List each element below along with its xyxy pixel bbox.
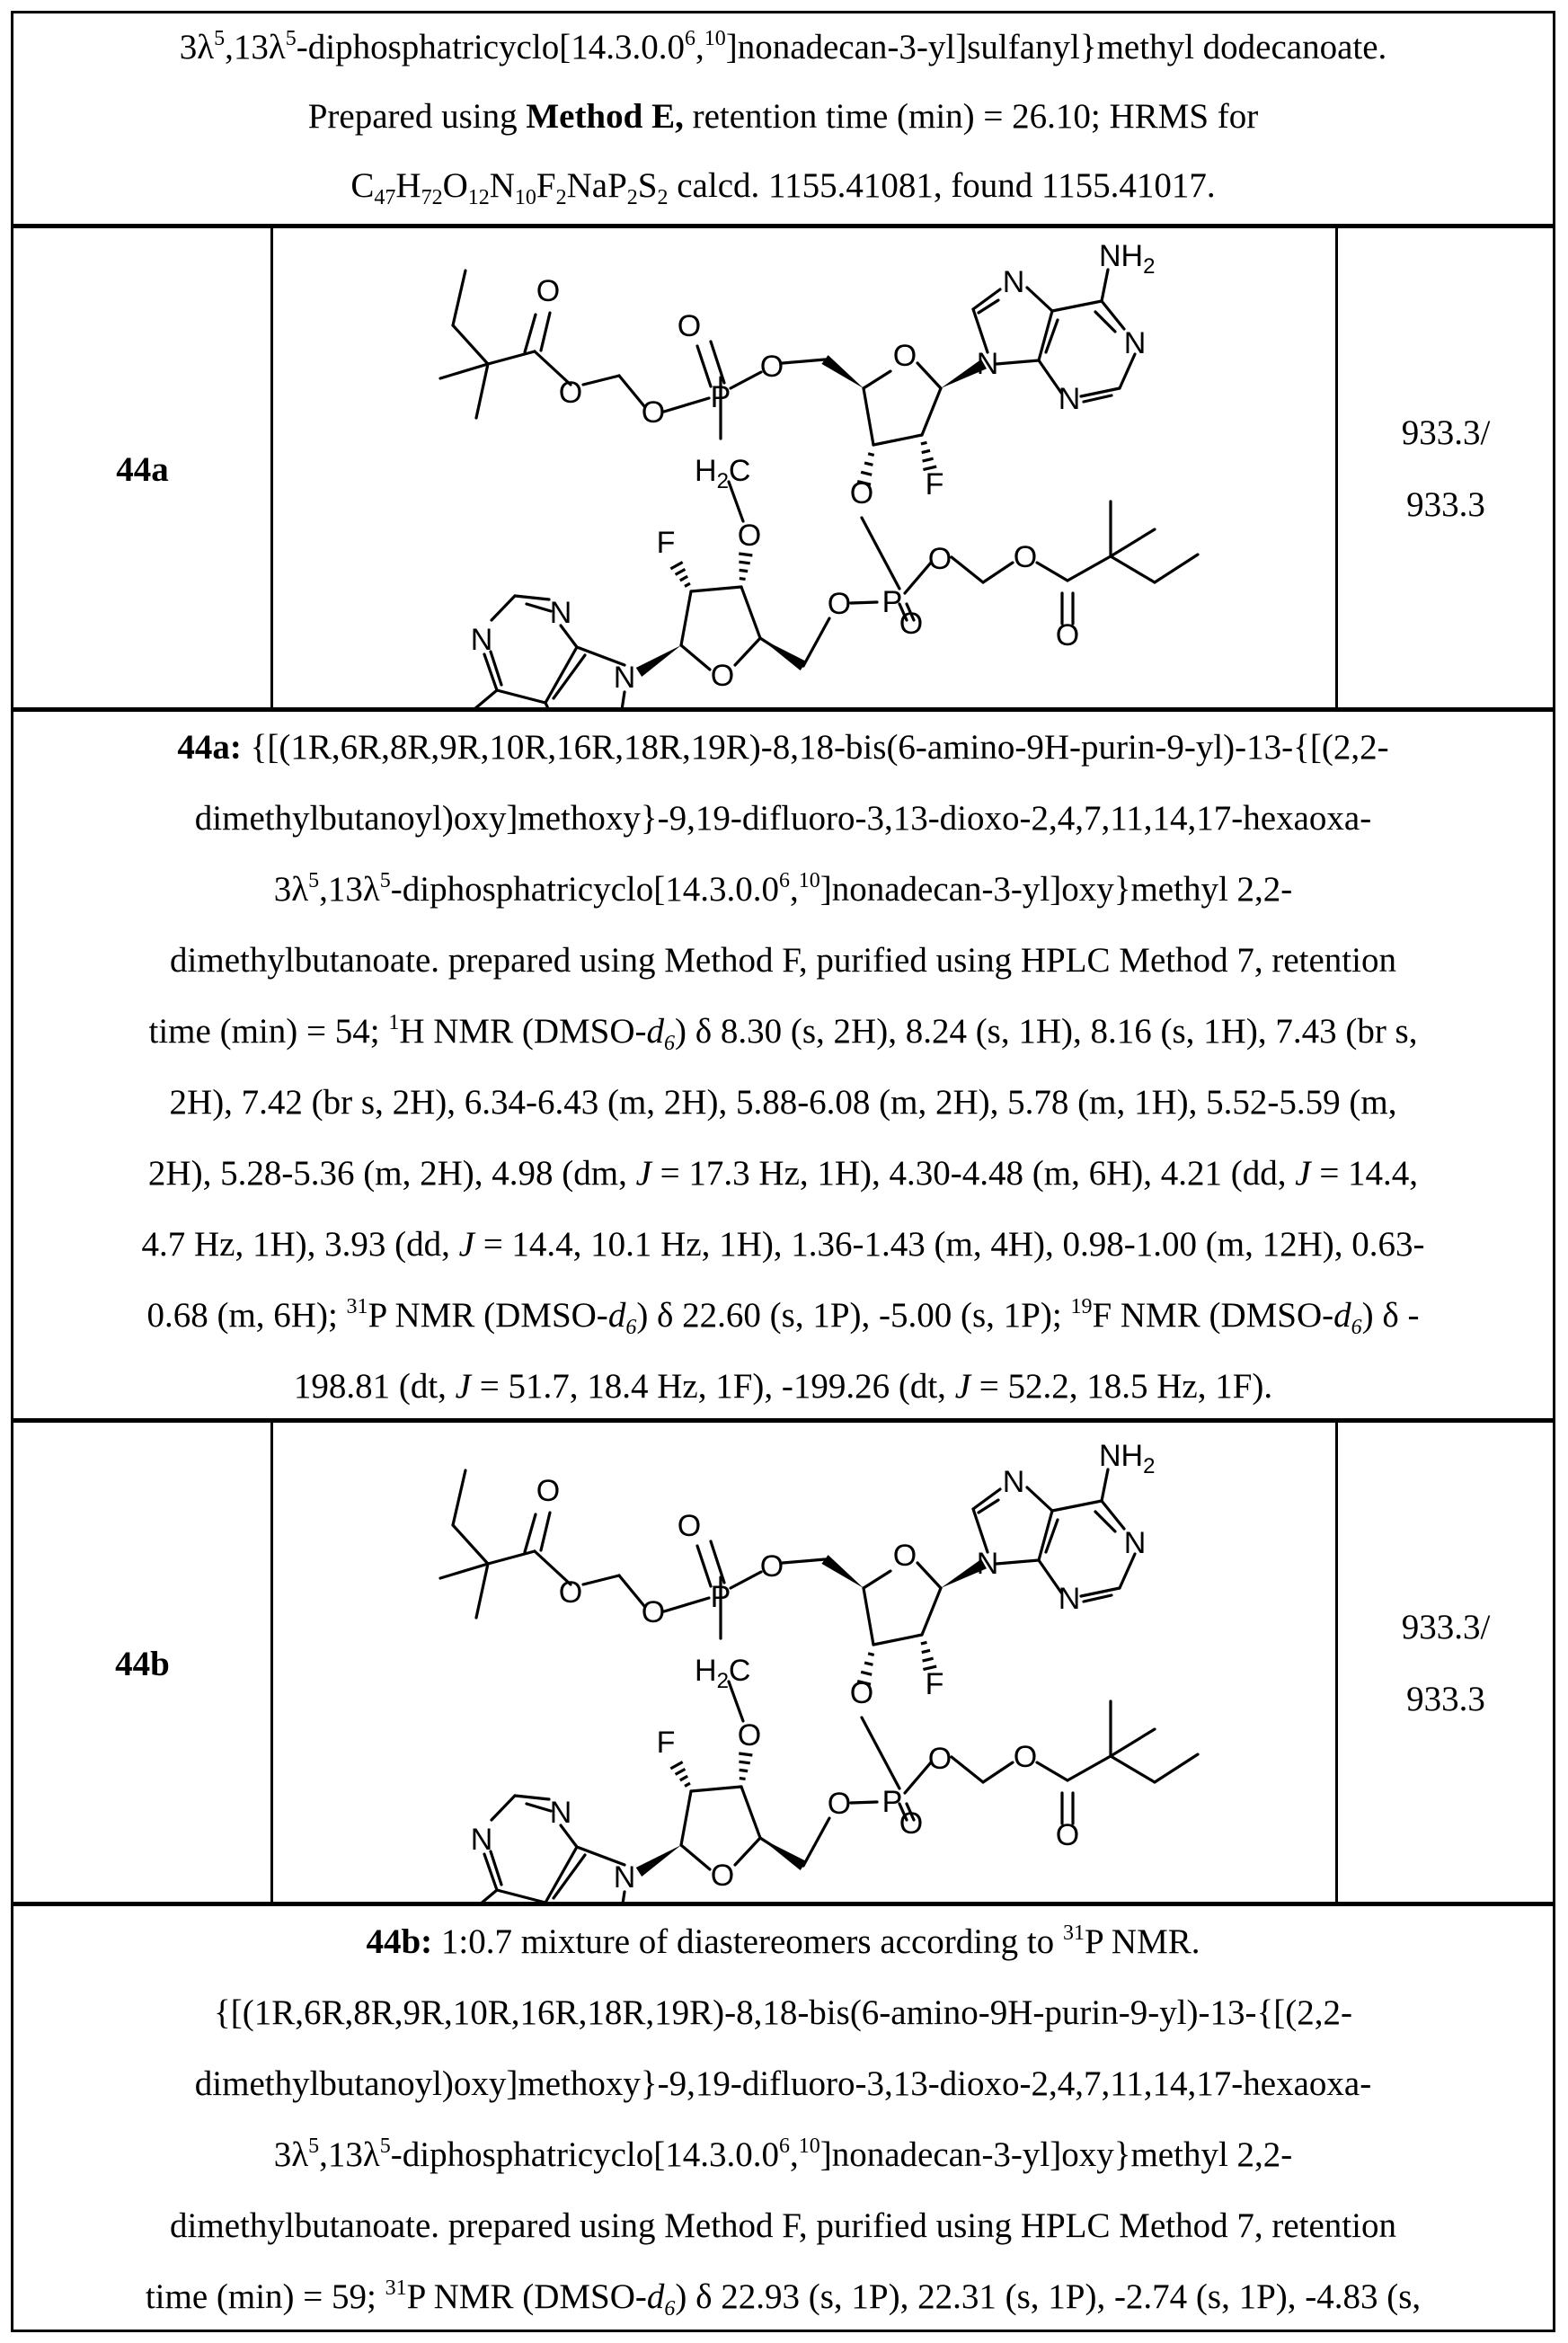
row-divider <box>11 1902 1555 1906</box>
ms-calculated: 933.3 <box>1406 485 1485 524</box>
svg-text:F: F <box>657 526 676 560</box>
text-line: 0.68 (m, 6H); 31P NMR (DMSO-d6) δ 22.60 … <box>146 1295 1420 1339</box>
column-divider <box>270 1421 273 1904</box>
text-line: 3λ5,13λ5-diphosphatricyclo[14.3.0.06,10]… <box>179 27 1387 67</box>
svg-text:O: O <box>1014 1740 1037 1774</box>
ms-calculated: 933.3 <box>1406 1680 1485 1718</box>
text-line: Prepared using Method E, retention time … <box>307 97 1259 136</box>
svg-text:F: F <box>657 1726 676 1760</box>
svg-text:N: N <box>977 1547 999 1581</box>
svg-text:O: O <box>536 1474 560 1508</box>
svg-text:O: O <box>1056 618 1079 652</box>
text-line: 2H), 5.28-5.36 (m, 2H), 4.98 (dm, J = 17… <box>147 1154 1419 1193</box>
svg-text:N: N <box>471 623 493 657</box>
svg-text:P: P <box>711 1580 731 1614</box>
svg-text:N: N <box>1003 1465 1025 1499</box>
ms-observed: 933.3/ <box>1401 1608 1491 1646</box>
svg-text:O: O <box>1014 540 1037 574</box>
text-line: dimethylbutanoyl)oxy]methoxy}-9,19-diflu… <box>194 799 1372 838</box>
structure-44b: OOOPOOONNNNOFOOPOFOOOONNNNNH2H2NH2C <box>274 1423 1336 1904</box>
text-line: dimethylbutanoate. prepared using Method… <box>170 2206 1396 2245</box>
svg-text:O: O <box>760 1549 784 1584</box>
structure-44a: OOOPOOONNNNOFOOPOFOOOONNNNNH2H2NH2C <box>274 228 1336 710</box>
chemical-structure-icon: OOOPOOONNNNOFOOPOFOOOONNNNNH2H2NH2C <box>439 1439 1200 1904</box>
text-line: dimethylbutanoate. prepared using Method… <box>170 941 1396 980</box>
text-line: 4.7 Hz, 1H), 3.93 (dd, J = 14.4, 10.1 Hz… <box>141 1225 1425 1264</box>
text-line: 198.81 (dt, J = 51.7, 18.4 Hz, 1F), -199… <box>293 1367 1273 1406</box>
svg-text:NH2: NH2 <box>1099 1439 1155 1478</box>
compound-id-44a: 44a <box>116 449 169 489</box>
svg-text:N: N <box>977 347 999 381</box>
svg-text:O: O <box>678 1509 701 1543</box>
text-line: 44b: 1:0.7 mixture of diastereomers acco… <box>366 1921 1200 1961</box>
compound-table <box>11 11 1555 2332</box>
svg-text:O: O <box>760 350 784 384</box>
svg-text:F: F <box>926 467 944 501</box>
svg-text:P: P <box>882 1785 903 1819</box>
text-line: time (min) = 59; 31P NMR (DMSO-d6) δ 22.… <box>145 2276 1422 2321</box>
svg-text:O: O <box>828 1787 851 1821</box>
description-44b: 44b: 1:0.7 mixture of diastereomers acco… <box>13 1906 1553 2332</box>
svg-text:O: O <box>928 1742 952 1776</box>
svg-text:O: O <box>738 1718 761 1753</box>
description-44a: 44a: {[(1R,6R,8R,9R,10R,16R,18R,19R)-8,1… <box>13 712 1553 1422</box>
svg-text:N: N <box>550 1796 572 1830</box>
svg-text:O: O <box>559 1575 582 1610</box>
svg-text:N: N <box>614 1860 636 1895</box>
svg-text:O: O <box>711 659 734 693</box>
svg-text:O: O <box>738 519 761 553</box>
svg-text:N: N <box>614 661 636 695</box>
svg-text:O: O <box>559 376 582 410</box>
compound-id-44b: 44b <box>115 1644 170 1683</box>
svg-text:O: O <box>828 587 851 621</box>
text-line: dimethylbutanoyl)oxy]methoxy}-9,19-diflu… <box>194 2064 1372 2103</box>
svg-text:O: O <box>642 1595 665 1629</box>
svg-text:P: P <box>882 585 903 619</box>
svg-text:O: O <box>711 1859 734 1893</box>
svg-text:O: O <box>899 607 923 641</box>
ms-value-44b: 933.3/ 933.3 <box>1339 1423 1553 1904</box>
text-line: 3λ5,13λ5-diphosphatricyclo[14.3.0.06,10]… <box>273 869 1293 909</box>
header-text: 3λ5,13λ5-diphosphatricyclo[14.3.0.06,10]… <box>13 13 1553 220</box>
svg-text:O: O <box>1056 1818 1079 1852</box>
svg-text:NH2: NH2 <box>1099 239 1155 279</box>
column-divider <box>270 226 273 710</box>
svg-text:H2C: H2C <box>695 454 750 493</box>
ms-observed: 933.3/ <box>1401 413 1491 452</box>
svg-text:N: N <box>550 596 572 630</box>
column-divider <box>1335 226 1338 710</box>
text-line: 2H), 7.42 (br s, 2H), 6.34-6.43 (m, 2H),… <box>169 1083 1397 1122</box>
row-divider <box>11 707 1555 712</box>
svg-text:N: N <box>1124 1526 1147 1560</box>
svg-text:O: O <box>850 476 873 510</box>
text-line: C47H72O12N10F2NaP2S2 calcd. 1155.41081, … <box>350 166 1216 209</box>
svg-text:N: N <box>471 1823 493 1857</box>
text-line: 44a: {[(1R,6R,8R,9R,10R,16R,18R,19R)-8,1… <box>177 728 1389 767</box>
svg-text:O: O <box>642 395 665 430</box>
svg-text:P: P <box>711 380 731 414</box>
svg-text:O: O <box>850 1676 873 1710</box>
svg-text:O: O <box>536 274 560 308</box>
text-line: time (min) = 54; 1H NMR (DMSO-d6) δ 8.30… <box>148 1011 1418 1055</box>
ms-value-44a: 933.3/ 933.3 <box>1339 228 1553 710</box>
row-divider <box>11 224 1555 228</box>
text-line: {[(1R,6R,8R,9R,10R,16R,18R,19R)-8,18-bis… <box>214 1993 1352 2032</box>
svg-text:O: O <box>893 339 917 373</box>
svg-text:O: O <box>899 1806 923 1841</box>
svg-text:O: O <box>678 309 701 343</box>
svg-text:O: O <box>928 542 952 576</box>
svg-text:N: N <box>1124 326 1147 360</box>
row-divider <box>11 1418 1555 1423</box>
svg-text:F: F <box>926 1667 944 1701</box>
svg-text:N: N <box>1059 382 1081 416</box>
chemical-structure-icon: OOOPOOONNNNOFOOPOFOOOONNNNNH2H2NH2C <box>439 239 1200 710</box>
svg-text:N: N <box>1059 1582 1081 1616</box>
text-line: 3λ5,13λ5-diphosphatricyclo[14.3.0.06,10]… <box>273 2134 1293 2174</box>
svg-text:N: N <box>1003 265 1025 299</box>
svg-text:O: O <box>893 1539 917 1573</box>
svg-text:H2C: H2C <box>695 1654 750 1693</box>
column-divider <box>1335 1421 1338 1904</box>
